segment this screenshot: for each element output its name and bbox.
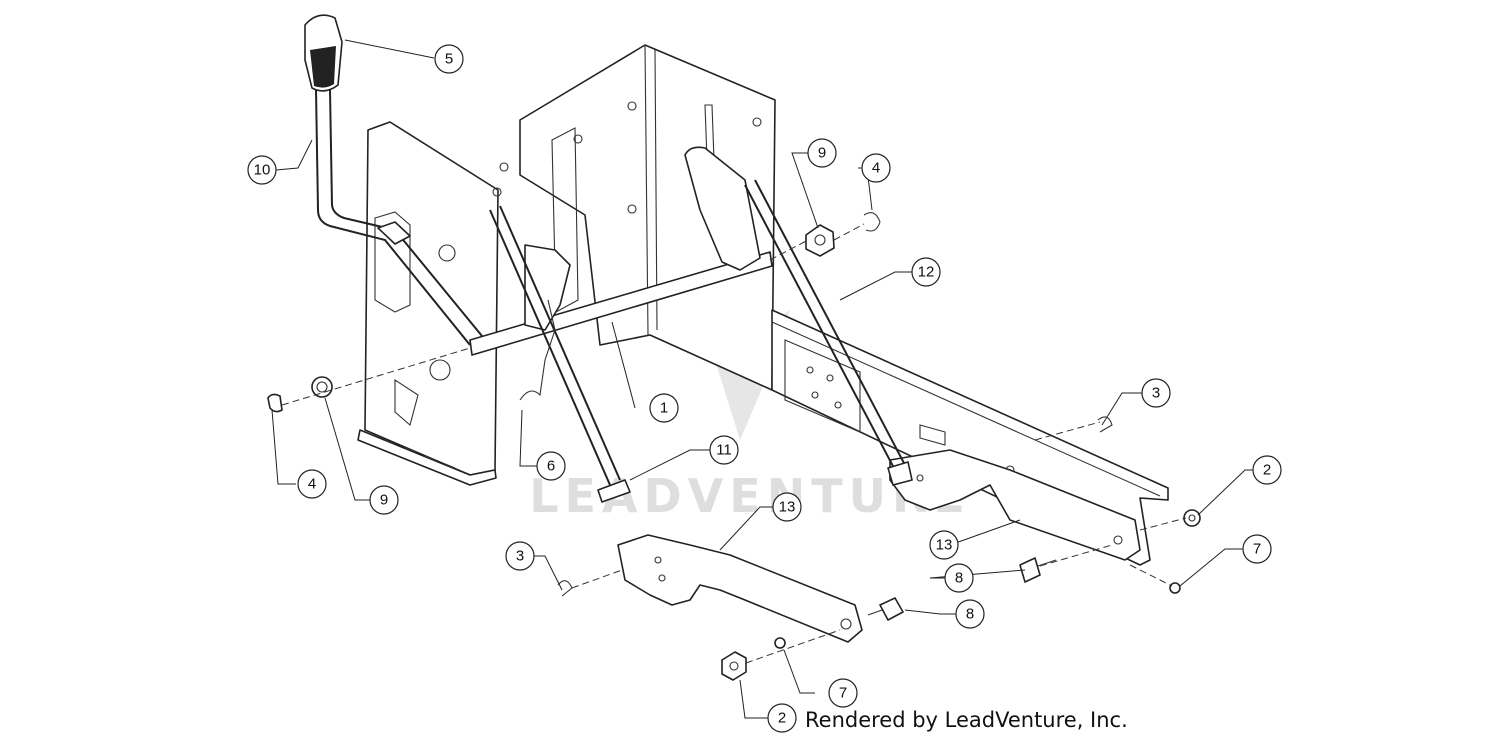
callout-8b: 8 xyxy=(955,599,985,629)
svg-text:3: 3 xyxy=(516,548,524,565)
spring-6 xyxy=(519,299,556,401)
svg-text:4: 4 xyxy=(308,476,316,493)
svg-text:6: 6 xyxy=(547,458,555,475)
callout-4a: 4 xyxy=(861,153,891,183)
lift-arm-front xyxy=(617,534,863,643)
callout-7a: 7 xyxy=(1242,534,1272,564)
callout-10: 10 xyxy=(247,155,277,185)
credit-text: Rendered by LeadVenture, Inc. xyxy=(805,708,1128,732)
callout-3b: 3 xyxy=(505,541,535,571)
callout-5: 5 xyxy=(434,44,464,74)
callout-4b: 4 xyxy=(297,469,327,499)
frame-plate-left xyxy=(357,121,502,486)
svg-text:4: 4 xyxy=(872,160,880,177)
callout-2b: 2 xyxy=(767,703,797,733)
svg-text:7: 7 xyxy=(839,685,847,702)
svg-text:12: 12 xyxy=(918,264,935,281)
svg-text:3: 3 xyxy=(1152,385,1160,402)
svg-text:7: 7 xyxy=(1253,541,1261,558)
cross-shaft xyxy=(469,244,773,356)
callout-12: 12 xyxy=(911,257,941,287)
svg-text:8: 8 xyxy=(966,606,974,623)
callout-8a: 8 xyxy=(944,563,974,593)
callout-1: 1 xyxy=(649,393,679,423)
callout-13a: 13 xyxy=(772,492,802,522)
svg-text:2: 2 xyxy=(778,710,786,727)
svg-text:2: 2 xyxy=(1263,462,1271,479)
svg-text:9: 9 xyxy=(380,492,388,509)
shift-knob xyxy=(304,14,343,92)
callout-6: 6 xyxy=(536,451,566,481)
link-rod-12 xyxy=(684,146,913,486)
svg-text:13: 13 xyxy=(936,537,953,554)
svg-text:13: 13 xyxy=(779,499,796,516)
callout-9a: 9 xyxy=(807,138,837,168)
assembly-dashes xyxy=(281,223,1187,664)
shift-lever xyxy=(315,89,483,346)
hardware-parts xyxy=(267,212,1201,681)
callout-2a: 2 xyxy=(1252,455,1282,485)
svg-text:10: 10 xyxy=(254,162,271,179)
callout-7b: 7 xyxy=(828,678,858,708)
lift-arm-rear xyxy=(889,449,1141,561)
link-rod-11 xyxy=(489,205,631,503)
callout-13b: 13 xyxy=(929,530,959,560)
svg-text:11: 11 xyxy=(716,442,732,459)
frame-plate-right xyxy=(499,44,776,391)
svg-text:5: 5 xyxy=(445,51,453,68)
svg-text:9: 9 xyxy=(818,145,826,162)
svg-text:8: 8 xyxy=(955,570,963,587)
callout-3a: 3 xyxy=(1141,378,1171,408)
callout-11: 11 xyxy=(709,435,739,465)
svg-text:1: 1 xyxy=(660,400,668,417)
callout-9b: 9 xyxy=(369,485,399,515)
